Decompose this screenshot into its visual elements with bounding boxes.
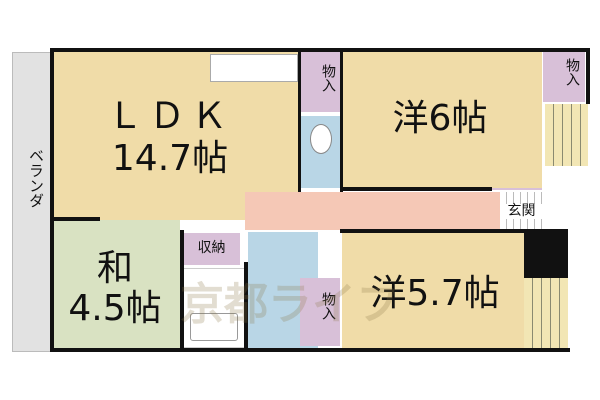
- wall-ldk-washitsu: [50, 217, 100, 221]
- kitchen-counter: [210, 54, 298, 82]
- wall-bath-right: [244, 262, 248, 350]
- washitsu-room: [52, 220, 180, 348]
- wall-washitsu-right: [180, 230, 184, 350]
- toilet: [300, 116, 340, 188]
- western-room-2: [342, 232, 524, 348]
- wall-bottom: [50, 348, 570, 352]
- hall: [245, 192, 500, 230]
- closet-1: [300, 52, 340, 112]
- washitsu-label: 和: [96, 248, 133, 289]
- watermark: 京都ライフ: [180, 279, 400, 330]
- closet-3: [300, 278, 340, 346]
- wall-mid-2: [340, 52, 343, 192]
- wall-hall-bottom: [340, 229, 568, 233]
- storage: [183, 233, 240, 265]
- balcony-right-1: [545, 104, 588, 166]
- closet-3-label: 物入: [320, 292, 336, 320]
- balcony-label: ベランダ: [27, 148, 45, 208]
- entrance-label: 玄関: [500, 204, 543, 219]
- closet-2: [543, 52, 585, 102]
- washitsu-size: 4.5帖: [68, 288, 162, 329]
- wall-left: [50, 48, 54, 352]
- western-room-1-label: 洋6帖: [392, 98, 488, 139]
- closet-1-label: 物入: [320, 64, 336, 92]
- storage-label: 収納: [197, 240, 226, 256]
- wall-right-top: [586, 48, 590, 104]
- western-room-1: [342, 52, 542, 188]
- ldk-size: 14.7帖: [111, 138, 229, 179]
- wall-mid-1: [298, 52, 301, 192]
- pillar: [524, 232, 568, 278]
- wall-hall-top: [340, 187, 492, 191]
- balcony: ベランダ: [12, 52, 52, 352]
- bathtub-icon: [190, 313, 238, 341]
- closet-2-label: 物入: [564, 58, 580, 86]
- ldk-label: ＬＤＫ: [106, 96, 233, 137]
- balcony-right-2: [524, 278, 568, 348]
- toilet-icon: [310, 124, 332, 154]
- western-room-2-label: 洋5.7帖: [370, 273, 500, 314]
- wall-top: [50, 48, 590, 52]
